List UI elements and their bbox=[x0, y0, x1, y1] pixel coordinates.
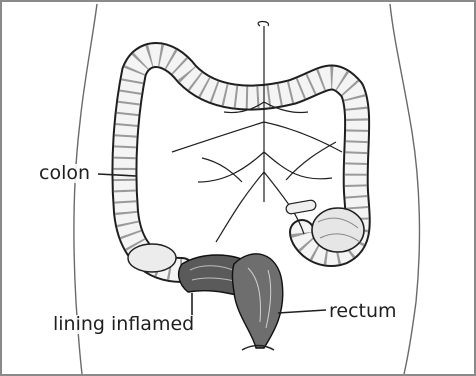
rectum bbox=[233, 254, 283, 350]
mesenteric-vessels bbox=[172, 22, 342, 243]
rectum-label: rectum bbox=[328, 302, 398, 321]
colon bbox=[124, 55, 364, 272]
colon-label: colon bbox=[38, 164, 91, 183]
lining-inflamed-label: lining inflamed bbox=[52, 315, 195, 334]
ileum-segment bbox=[285, 199, 316, 214]
